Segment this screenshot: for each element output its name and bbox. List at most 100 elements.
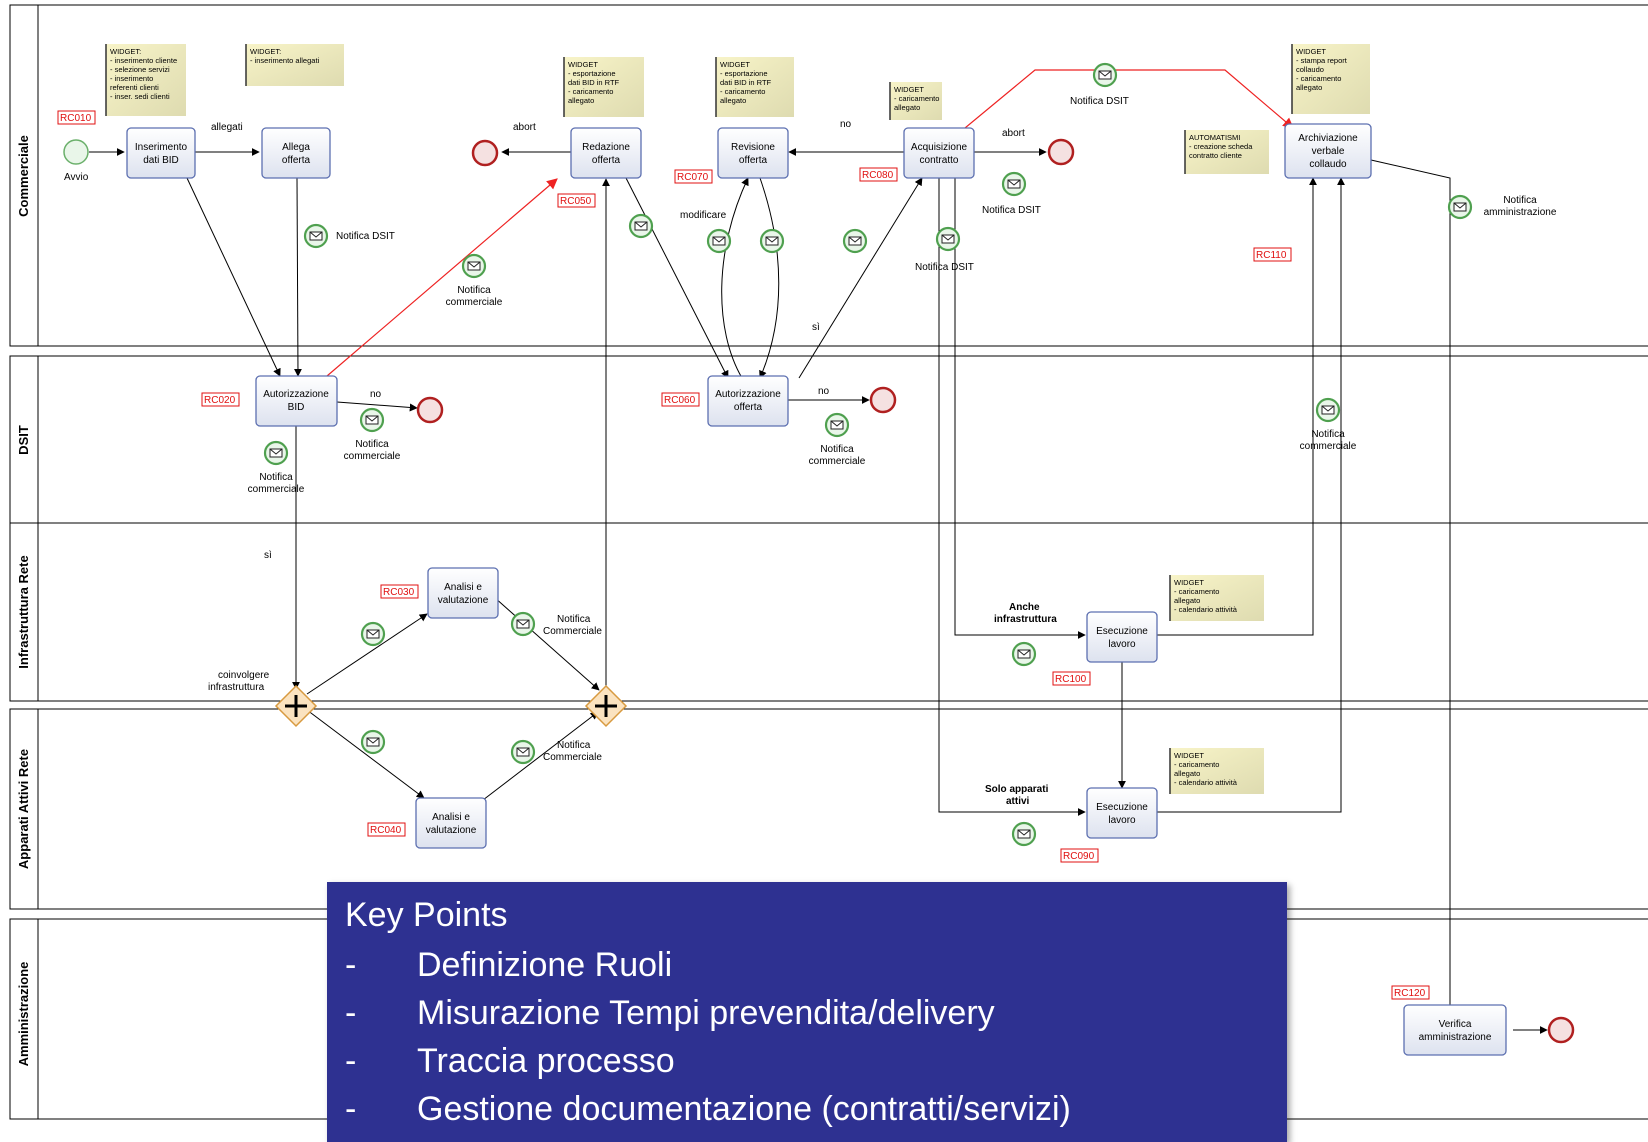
note-line: contratto cliente [1189, 151, 1242, 160]
task-label: Autorizzazione [263, 389, 329, 400]
task-label: Verifica [1439, 1019, 1472, 1030]
task-label: offerta [734, 402, 763, 413]
message-icon [1315, 397, 1341, 423]
label-si: sì [812, 322, 820, 333]
message-icon [510, 611, 536, 637]
label-solo-apparati: Solo apparati [985, 784, 1049, 795]
message-icon [303, 223, 329, 249]
end-event-no-offerta [869, 386, 897, 414]
rc-label: RC050 [557, 193, 596, 208]
rc-code: RC020 [204, 395, 236, 406]
rc-code: RC040 [370, 825, 402, 836]
task-autorizzazione-bid[interactable]: Autorizzazione BID [255, 375, 338, 427]
note-widget-inserimento: WIDGET: - inserimento cliente - selezion… [105, 44, 186, 116]
task-allega-offerta[interactable]: Allega offerta [261, 127, 331, 179]
lane-commerciale: Commerciale [9, 4, 1648, 347]
key-points-panel: Key Points - Definizione Ruoli - Misuraz… [327, 882, 1287, 1142]
label-no: no [840, 119, 852, 130]
note-line: - caricamento [568, 87, 613, 96]
note-line: WIDGET [1174, 578, 1204, 587]
label-notifica-dsit: Notifica DSIT [915, 262, 974, 273]
key-point-item: - Gestione documentazione (contratti/ser… [345, 1085, 1269, 1133]
task-esecuzione-lavoro-infrastruttura[interactable]: Esecuzione lavoro [1086, 611, 1158, 663]
message-icon [510, 739, 536, 765]
note-line: WIDGET [720, 60, 750, 69]
task-redazione-offerta[interactable]: Redazione offerta [570, 127, 642, 179]
note-line: - inserimento allegati [250, 56, 320, 65]
message-icon [1011, 821, 1037, 847]
note-line: AUTOMATISMI [1189, 133, 1240, 142]
lane-infrastruttura-rete: Infrastruttura Rete [9, 522, 1648, 702]
parallel-gateway-join [584, 684, 628, 728]
lane-label-dsit: DSIT [16, 425, 31, 455]
note-line: - caricamento [720, 87, 765, 96]
key-point-text: Misurazione Tempi prevendita/delivery [417, 994, 995, 1032]
task-verifica-amministrazione[interactable]: Verifica amministrazione [1403, 1004, 1507, 1056]
rc-code: RC080 [862, 170, 894, 181]
task-label: BID [288, 402, 305, 413]
label-no: no [370, 389, 382, 400]
task-label: Esecuzione [1096, 626, 1148, 637]
rc-code: RC090 [1063, 851, 1095, 862]
note-line: dati BID in RTF [720, 78, 772, 87]
red-flows [326, 69, 1294, 377]
rc-label: RC010 [57, 110, 96, 125]
bullet-dash: - [345, 1090, 357, 1128]
label-coinvolgere: infrastruttura [208, 682, 265, 693]
task-analisi-infrastruttura[interactable]: Analisi e valutazione [427, 567, 499, 619]
message-icon [360, 729, 386, 755]
task-analisi-apparati[interactable]: Analisi e valutazione [415, 797, 487, 849]
label-anche-infrastruttura: infrastruttura [994, 614, 1057, 625]
bullet-dash: - [345, 994, 357, 1032]
label-notifica-dsit: Notifica DSIT [1070, 96, 1129, 107]
label-notifica-commerciale: commerciale [344, 451, 401, 462]
task-label: lavoro [1108, 639, 1136, 650]
note-line: - caricamento [1296, 74, 1341, 83]
end-event-abort-acquisizione [1047, 138, 1075, 166]
label-no: no [818, 386, 830, 397]
rc-code: RC110 [1256, 250, 1287, 261]
note-line: dati BID in RTF [568, 78, 620, 87]
rc-label: RC110 [1253, 247, 1292, 262]
note-line: allegato [1296, 83, 1322, 92]
end-event-verifica [1547, 1016, 1575, 1044]
task-label: lavoro [1108, 815, 1136, 826]
note-line: - stampa report [1296, 56, 1348, 65]
note-line: - caricamento [1174, 587, 1219, 596]
task-label: amministrazione [1419, 1032, 1492, 1043]
note-line: - calendario attività [1174, 605, 1238, 614]
task-autorizzazione-offerta[interactable]: Autorizzazione offerta [707, 375, 789, 427]
task-archiviazione-verbale-collaudo[interactable]: Archiviazione verbale collaudo [1284, 123, 1372, 179]
note-line: WIDGET [894, 85, 924, 94]
label-allegati: allegati [211, 122, 243, 133]
key-point-item: - Traccia processo [345, 1037, 1269, 1085]
key-point-item: - Definizione Ruoli [345, 941, 1269, 989]
message-icon [1447, 194, 1473, 220]
rc-label: RC020 [201, 392, 240, 407]
label-notifica-commerciale: Notifica [355, 439, 389, 450]
task-label: contratto [920, 155, 959, 166]
note-line: - caricamento [1174, 760, 1219, 769]
note-automatismi: AUTOMATISMI - creazione scheda contratto… [1184, 130, 1269, 174]
lane-label-infrastruttura: Infrastruttura Rete [16, 555, 31, 668]
task-esecuzione-lavoro-apparati[interactable]: Esecuzione lavoro [1086, 787, 1158, 839]
message-icon [360, 621, 386, 647]
label-modificare: modificare [680, 210, 727, 221]
task-label: Autorizzazione [715, 389, 781, 400]
note-widget-esecuzione-infra: WIDGET - caricamento allegato - calendar… [1169, 575, 1264, 621]
end-event-no-bid [416, 396, 444, 424]
rc-code: RC100 [1055, 674, 1087, 685]
rc-label: RC090 [1060, 848, 1099, 863]
task-inserimento-dati-bid[interactable]: Inserimento dati BID [126, 127, 196, 179]
note-line: allegato [568, 96, 594, 105]
label-abort: abort [1002, 128, 1025, 139]
note-widget-revisione: WIDGET - esportazione dati BID in RTF - … [715, 57, 794, 117]
label-avvio: Avvio [64, 172, 89, 183]
rc-code: RC030 [383, 587, 415, 598]
key-points-title: Key Points [345, 896, 508, 934]
note-line: allegato [1174, 596, 1200, 605]
task-label: Acquisizione [911, 142, 968, 153]
message-icon [263, 440, 289, 466]
task-acquisizione-contratto[interactable]: Acquisizione contratto [903, 127, 975, 179]
task-revisione-offerta[interactable]: Revisione offerta [717, 127, 789, 179]
